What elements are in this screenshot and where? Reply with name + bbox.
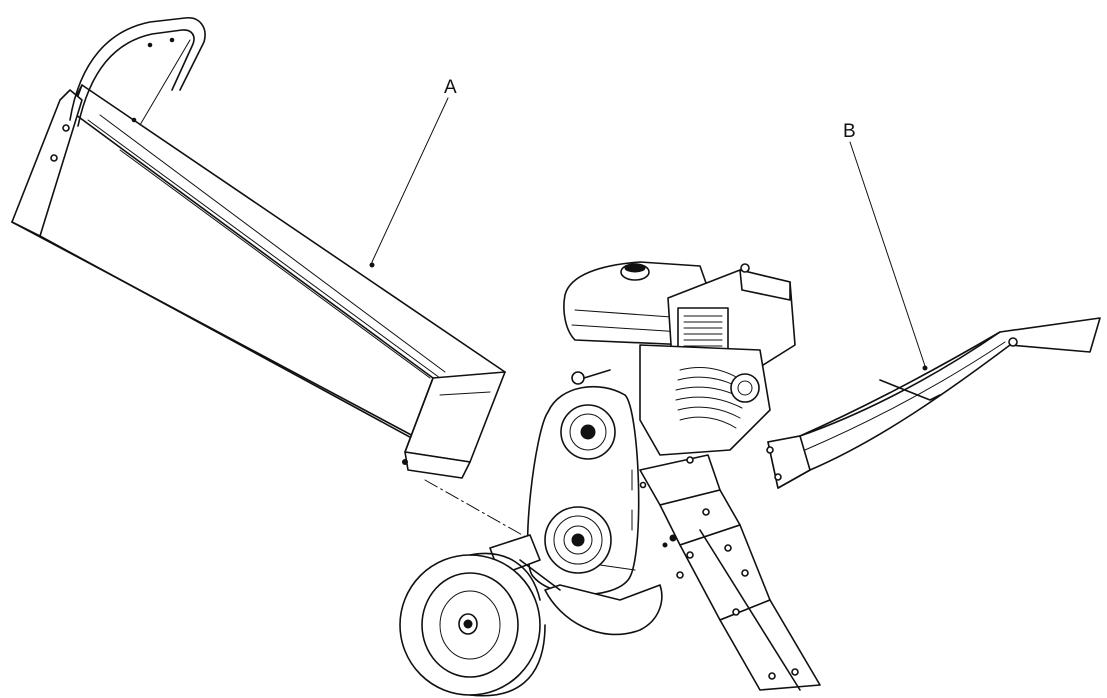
air-filter-grille: [683, 315, 723, 347]
feed-hopper-a: [11, 17, 541, 546]
belt-guard: [526, 385, 640, 596]
wheel: [399, 552, 546, 697]
discharge-chute-b: [766, 317, 1101, 489]
leader-line-b: [849, 141, 926, 367]
callout-label-b: B: [843, 121, 856, 142]
engine: [563, 261, 796, 456]
leader-line-a: [371, 97, 449, 263]
support-bracket: [599, 454, 821, 691]
callout-label-a: A: [444, 77, 457, 98]
